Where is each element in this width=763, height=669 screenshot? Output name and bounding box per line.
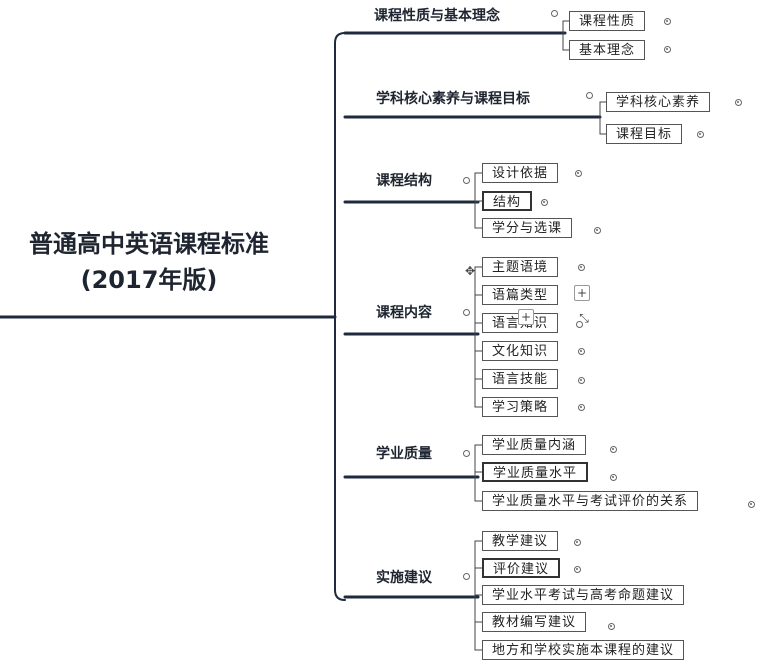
collapse-toggle-icon[interactable]: [576, 321, 583, 328]
leaf-topic[interactable]: 主题语境: [482, 257, 559, 277]
resize-handle-icon[interactable]: ⤡: [579, 311, 589, 325]
leaf-topic[interactable]: 学业质量水平: [482, 462, 589, 482]
root-topic[interactable]: 普通高中英语课程标准 (2017年版): [0, 226, 304, 298]
branch-topic-literacy-goals[interactable]: 学科核心素养与课程目标: [376, 91, 530, 107]
note-dot-icon[interactable]: [664, 18, 671, 25]
collapse-toggle-icon[interactable]: [463, 309, 470, 316]
collapse-toggle-icon[interactable]: [463, 450, 470, 457]
leaf-topic[interactable]: 课程性质: [569, 11, 646, 31]
root-title-line1: 普通高中英语课程标准: [29, 230, 269, 258]
collapse-toggle-icon[interactable]: [586, 92, 593, 99]
note-dot-icon[interactable]: [574, 566, 581, 573]
leaf-topic[interactable]: 学业水平考试与高考命题建议: [482, 585, 685, 605]
note-dot-icon[interactable]: [575, 170, 582, 177]
leaf-topic[interactable]: 学分与选课: [482, 218, 573, 238]
note-dot-icon[interactable]: [574, 539, 581, 546]
leaf-topic[interactable]: 学习策略: [482, 397, 559, 417]
leaf-topic[interactable]: 教学建议: [482, 531, 559, 551]
leaf-topic[interactable]: 评价建议: [482, 558, 561, 578]
note-dot-icon[interactable]: [594, 227, 601, 234]
leaf-topic[interactable]: 结构: [482, 191, 533, 211]
leaf-topic[interactable]: 语篇类型: [482, 285, 559, 305]
note-dot-icon[interactable]: [610, 474, 617, 481]
note-dot-icon[interactable]: [578, 264, 585, 271]
leaf-topic[interactable]: 学业质量水平与考试评价的关系: [482, 491, 699, 511]
move-handle-icon[interactable]: ✥: [464, 264, 476, 278]
branch-topic-content[interactable]: 课程内容: [376, 305, 432, 321]
note-dot-icon[interactable]: [608, 623, 615, 630]
leaf-topic[interactable]: 设计依据: [482, 163, 559, 183]
branch-topic-quality[interactable]: 学业质量: [376, 446, 432, 462]
note-dot-icon[interactable]: [664, 46, 671, 53]
note-dot-icon[interactable]: [541, 199, 548, 206]
branch-topic-structure[interactable]: 课程结构: [376, 173, 432, 189]
add-child-button[interactable]: +: [518, 309, 534, 325]
branch-topic-implementation[interactable]: 实施建议: [376, 570, 432, 586]
collapse-toggle-icon[interactable]: [463, 177, 470, 184]
leaf-topic[interactable]: 学业质量内涵: [482, 435, 587, 455]
leaf-topic[interactable]: 文化知识: [482, 341, 559, 361]
leaf-topic[interactable]: 语言技能: [482, 369, 559, 389]
root-title-line2: (2017年版): [80, 266, 218, 294]
note-dot-icon[interactable]: [735, 99, 742, 106]
leaf-topic[interactable]: 基本理念: [569, 40, 646, 60]
leaf-topic[interactable]: 课程目标: [606, 124, 683, 144]
leaf-topic[interactable]: 教材编写建议: [482, 612, 587, 632]
note-dot-icon[interactable]: [578, 377, 585, 384]
leaf-topic[interactable]: 地方和学校实施本课程的建议: [482, 640, 685, 660]
branch-topic-nature-concept[interactable]: 课程性质与基本理念: [374, 8, 500, 24]
leaf-topic[interactable]: 学科核心素养: [606, 92, 711, 112]
add-sibling-button[interactable]: +: [574, 285, 590, 301]
collapse-toggle-icon[interactable]: [551, 10, 558, 17]
note-dot-icon[interactable]: [578, 348, 585, 355]
trunk-line: [334, 32, 346, 601]
note-dot-icon[interactable]: [578, 404, 585, 411]
note-dot-icon[interactable]: [697, 131, 704, 138]
collapse-toggle-icon[interactable]: [463, 573, 470, 580]
note-dot-icon[interactable]: [748, 501, 755, 508]
note-dot-icon[interactable]: [610, 446, 617, 453]
